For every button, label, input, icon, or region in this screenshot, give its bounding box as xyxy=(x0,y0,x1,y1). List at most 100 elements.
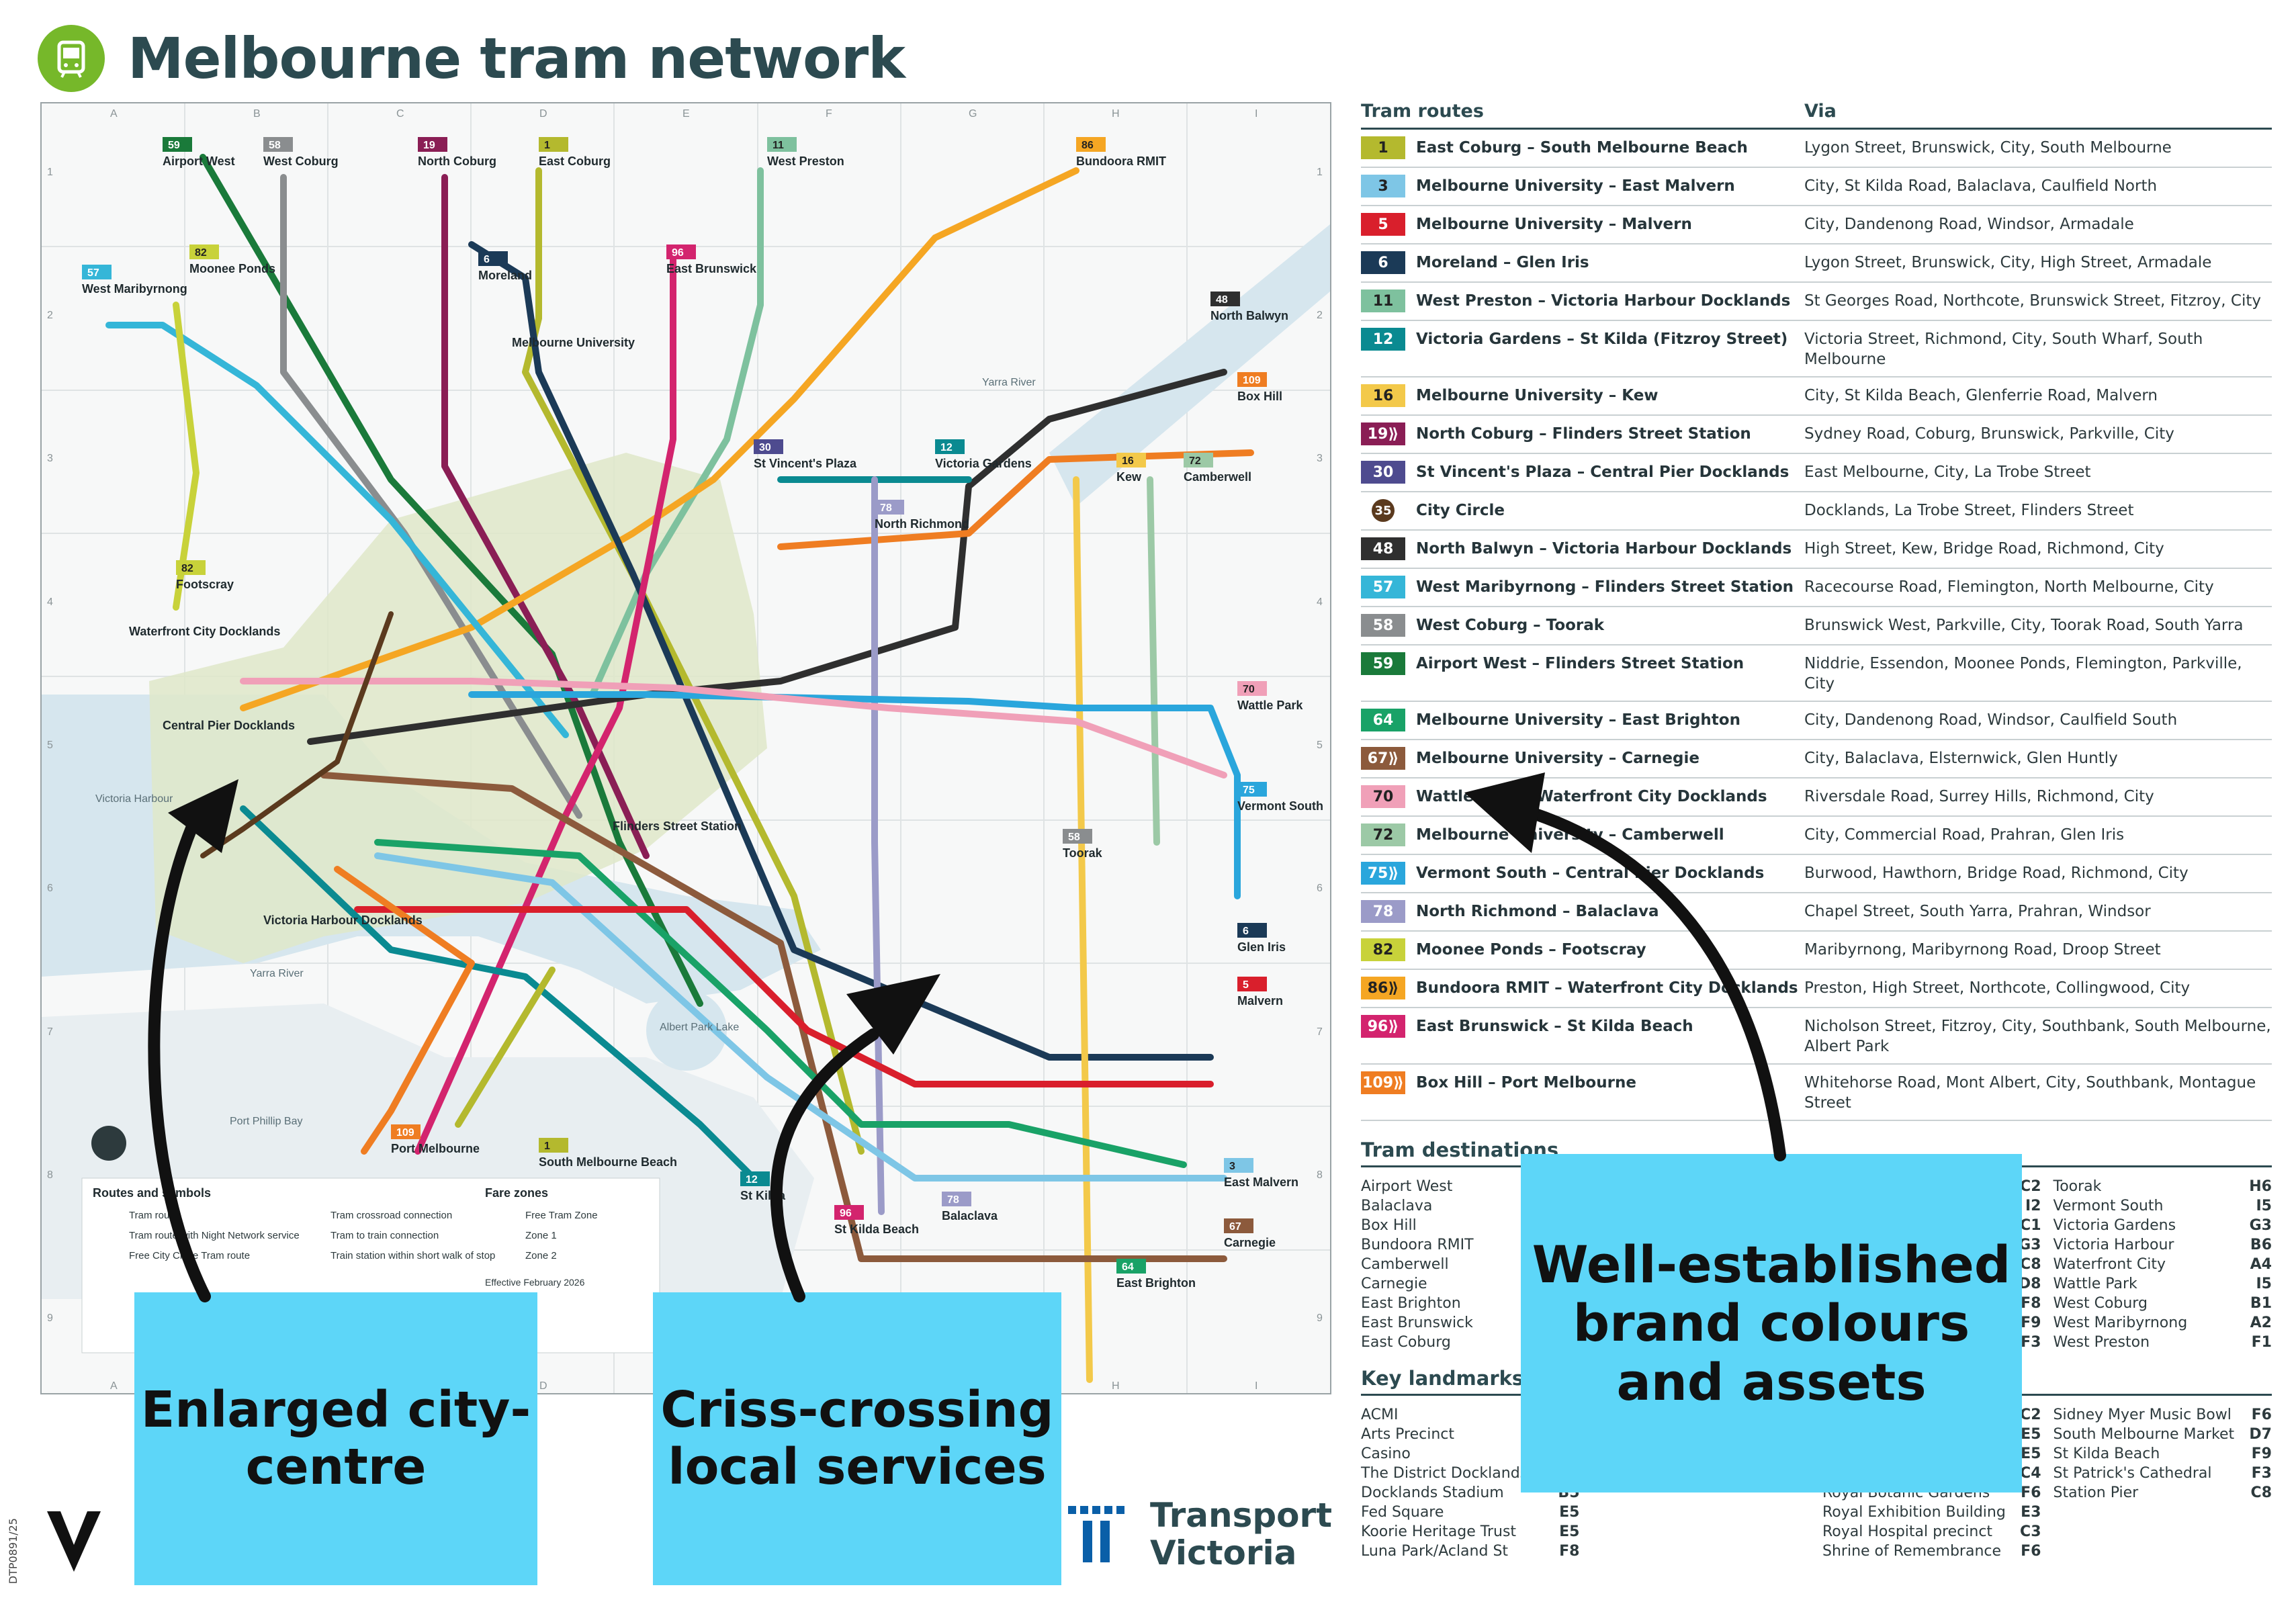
terminus-badge-number: 3 xyxy=(1229,1161,1235,1172)
legend-item: Tram route with Night Network service xyxy=(129,1230,300,1241)
terminus-label: Wattle Park xyxy=(1237,699,1303,712)
terminus-label: Camberwell xyxy=(1184,470,1251,484)
legend-item: Tram to train connection xyxy=(330,1230,439,1241)
fare-zone-item: Zone 2 xyxy=(525,1250,557,1261)
tram-line-70 xyxy=(240,678,1227,778)
route-via: East Melbourne, City, La Trobe Street xyxy=(1804,463,2091,481)
tram-line-57 xyxy=(105,322,569,738)
legend-item: Tram route xyxy=(129,1210,178,1221)
destination-item: G3 xyxy=(2019,1237,2041,1253)
terminus-badge-number: 12 xyxy=(746,1174,758,1186)
route-name: East Brunswick – St Kilda Beach xyxy=(1416,1018,1693,1035)
route-via: Preston, High Street, Northcote, Colling… xyxy=(1804,979,2191,997)
terminus-badge: 82 xyxy=(176,560,206,575)
tram-line-96 xyxy=(414,255,676,1155)
tram-line-75 xyxy=(468,691,1241,899)
route-name: Melbourne University – East Brighton xyxy=(1416,711,1740,729)
terminus-label: Malvern xyxy=(1237,994,1283,1008)
landmark-item: C4 xyxy=(2020,1465,2041,1482)
destination-item: East Brunswick xyxy=(1361,1315,1473,1331)
terminus-label: East Brunswick xyxy=(666,262,757,275)
grid-column-label: H xyxy=(1112,108,1120,120)
terminus-badge: 5 xyxy=(1237,977,1267,991)
destination-item: D8 xyxy=(2018,1276,2041,1292)
route-via: Maribyrnong, Maribyrnong Road, Droop Str… xyxy=(1804,941,2161,959)
route-via: Docklands, La Trobe Street, Flinders Str… xyxy=(1804,502,2134,519)
terminus-label: Box Hill xyxy=(1237,390,1282,403)
terminus-badge: 75 xyxy=(1237,782,1267,797)
document-code: DTP0891/25 xyxy=(7,1518,19,1585)
destination-item: Box Hill xyxy=(1361,1217,1417,1234)
page-header: Melbourne tram network xyxy=(38,15,906,102)
water-label: Port Phillip Bay xyxy=(230,1116,303,1127)
destination-item: C8 xyxy=(2020,1256,2041,1273)
terminus-badge-number: 96 xyxy=(672,247,684,259)
terminus-badge-number: 109 xyxy=(396,1127,414,1139)
destination-item: C1 xyxy=(2020,1217,2041,1234)
route-via: City, Dandenong Road, Windsor, Armadale xyxy=(1804,216,2134,233)
route-badge: 3 xyxy=(1361,175,1405,197)
grid-column-label: C xyxy=(396,108,404,120)
terminus-label: Melbourne University xyxy=(512,336,635,349)
terminus-badge: 16 xyxy=(1116,453,1146,467)
tram-line-58 xyxy=(280,174,582,819)
route-badge: 16 xyxy=(1361,384,1405,407)
terminus-label: North Coburg xyxy=(418,154,496,168)
grid-row-label: 2 xyxy=(47,310,53,321)
terminus-badge: 64 xyxy=(1116,1259,1146,1274)
terminus-badge-number: 6 xyxy=(484,254,490,265)
terminus-badge-number: 86 xyxy=(1081,140,1094,151)
tram-network-map[interactable]: AABBCCDDEEFFGGHHII11223344556677889959Ai… xyxy=(40,102,1331,1394)
grid-row-label: 1 xyxy=(47,167,53,178)
route-name: Melbourne University – Kew xyxy=(1416,387,1659,404)
terminus-label: St Kilda xyxy=(740,1189,786,1202)
water-label: Yarra River xyxy=(250,968,304,979)
terminus-label: Toorak xyxy=(1063,846,1103,860)
terminus-label: St Kilda Beach xyxy=(834,1222,919,1236)
terminus-label: East Brighton xyxy=(1116,1276,1196,1290)
destination-item: Camberwell xyxy=(1361,1256,1449,1273)
grid-column-label: A xyxy=(110,1380,118,1392)
terminus-badge: 78 xyxy=(942,1192,971,1206)
terminus-label: East Malvern xyxy=(1224,1175,1298,1189)
albert-park-lake xyxy=(646,990,727,1071)
route-badge: 58 xyxy=(1361,614,1405,637)
route-via: Chapel Street, South Yarra, Prahran, Win… xyxy=(1804,903,2151,920)
route-name: West Coburg – Toorak xyxy=(1416,617,1605,634)
victoria-state-government-logo xyxy=(47,1511,101,1572)
terminus-label: Footscray xyxy=(176,578,234,591)
transport-victoria-logo: Transport Victoria xyxy=(1063,1497,1332,1572)
route-badge: 59 xyxy=(1361,652,1405,675)
grid-column-label: G xyxy=(969,108,977,120)
yarra-upper xyxy=(1049,224,1330,506)
route-via: City, St Kilda Beach, Glenferrie Road, M… xyxy=(1804,387,2158,404)
terminus-label: Port Melbourne xyxy=(391,1142,480,1155)
route-via: Whitehorse Road, Mont Albert, City, Sout… xyxy=(1804,1074,2256,1112)
grid-column-label: A xyxy=(110,108,118,120)
route-name: Melbourne University – Camberwell xyxy=(1416,826,1724,844)
route-via: City, St Kilda Road, Balaclava, Caulfiel… xyxy=(1804,177,2158,195)
route-name: St Vincent's Plaza – Central Pier Dockla… xyxy=(1416,463,1790,481)
terminus-badge: 6 xyxy=(1237,923,1267,938)
tram-line-16 xyxy=(1073,476,1093,1383)
grid-column-label: B xyxy=(253,108,261,120)
landmark-item: C2 xyxy=(2020,1407,2041,1423)
terminus-badge: 58 xyxy=(263,137,293,152)
terminus-badge-number: 78 xyxy=(947,1194,959,1206)
destination-item: F3 xyxy=(2021,1334,2041,1351)
